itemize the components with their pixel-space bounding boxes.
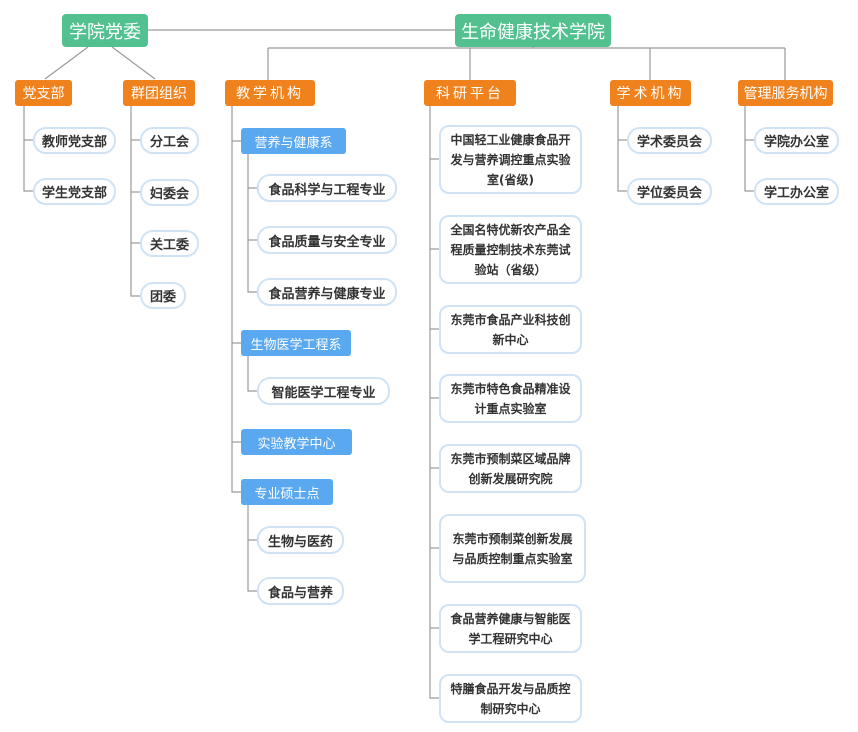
leaf-women-committee: 妇委会	[140, 179, 199, 206]
research-node: 科研平台	[424, 80, 516, 106]
dept-biomedical-engineering: 生物医学工程系	[241, 330, 351, 356]
research-platform-item: 全国名特优新农产品全程质量控制技术东莞试验站（省级）	[439, 215, 582, 284]
major-food-nutrition: 食品营养与健康专业	[257, 278, 397, 306]
management-node: 管理服务机构	[738, 80, 833, 106]
mass-org-node: 群团组织	[123, 80, 195, 106]
party-committee-node: 学院党委	[62, 14, 148, 47]
masters-food-nutrition: 食品与营养	[257, 577, 344, 605]
leaf-care-committee: 关工委	[140, 230, 199, 257]
leaf-teacher-branch: 教师党支部	[33, 127, 116, 154]
major-smart-medical: 智能医学工程专业	[257, 377, 390, 405]
leaf-college-office: 学院办公室	[754, 127, 839, 154]
dept-nutrition-health: 营养与健康系	[241, 128, 346, 154]
research-platform-item: 中国轻工业健康食品开发与营养调控重点实验室(省级)	[439, 125, 582, 194]
dept-lab-center: 实验教学中心	[241, 429, 352, 455]
research-platform-item: 东莞市特色食品精准设计重点实验室	[439, 374, 582, 423]
major-food-science: 食品科学与工程专业	[257, 174, 397, 202]
leaf-degree-committee: 学位委员会	[627, 178, 712, 205]
masters-bio-medicine: 生物与医药	[257, 526, 344, 554]
research-platform-item: 东莞市预制菜创新发展与品质控制重点实验室	[439, 514, 586, 583]
research-platform-item: 东莞市预制菜区域品牌创新发展研究院	[439, 444, 582, 493]
party-branch-node: 党支部	[15, 80, 72, 106]
college-node: 生命健康技术学院	[455, 14, 611, 47]
leaf-student-branch: 学生党支部	[33, 178, 116, 205]
leaf-youth-league: 团委	[140, 282, 186, 309]
research-platform-item: 东莞市食品产业科技创新中心	[439, 305, 582, 354]
major-food-quality: 食品质量与安全专业	[257, 226, 397, 254]
academic-node: 学术机构	[610, 80, 691, 106]
leaf-union: 分工会	[140, 127, 199, 154]
dept-masters-program: 专业硕士点	[241, 479, 333, 505]
leaf-academic-committee: 学术委员会	[627, 127, 712, 154]
leaf-student-affairs-office: 学工办公室	[754, 178, 839, 205]
teaching-node: 教学机构	[225, 80, 315, 106]
research-platform-item: 食品营养健康与智能医学工程研究中心	[439, 604, 582, 653]
research-platform-item: 特膳食品开发与品质控制研究中心	[439, 674, 582, 723]
